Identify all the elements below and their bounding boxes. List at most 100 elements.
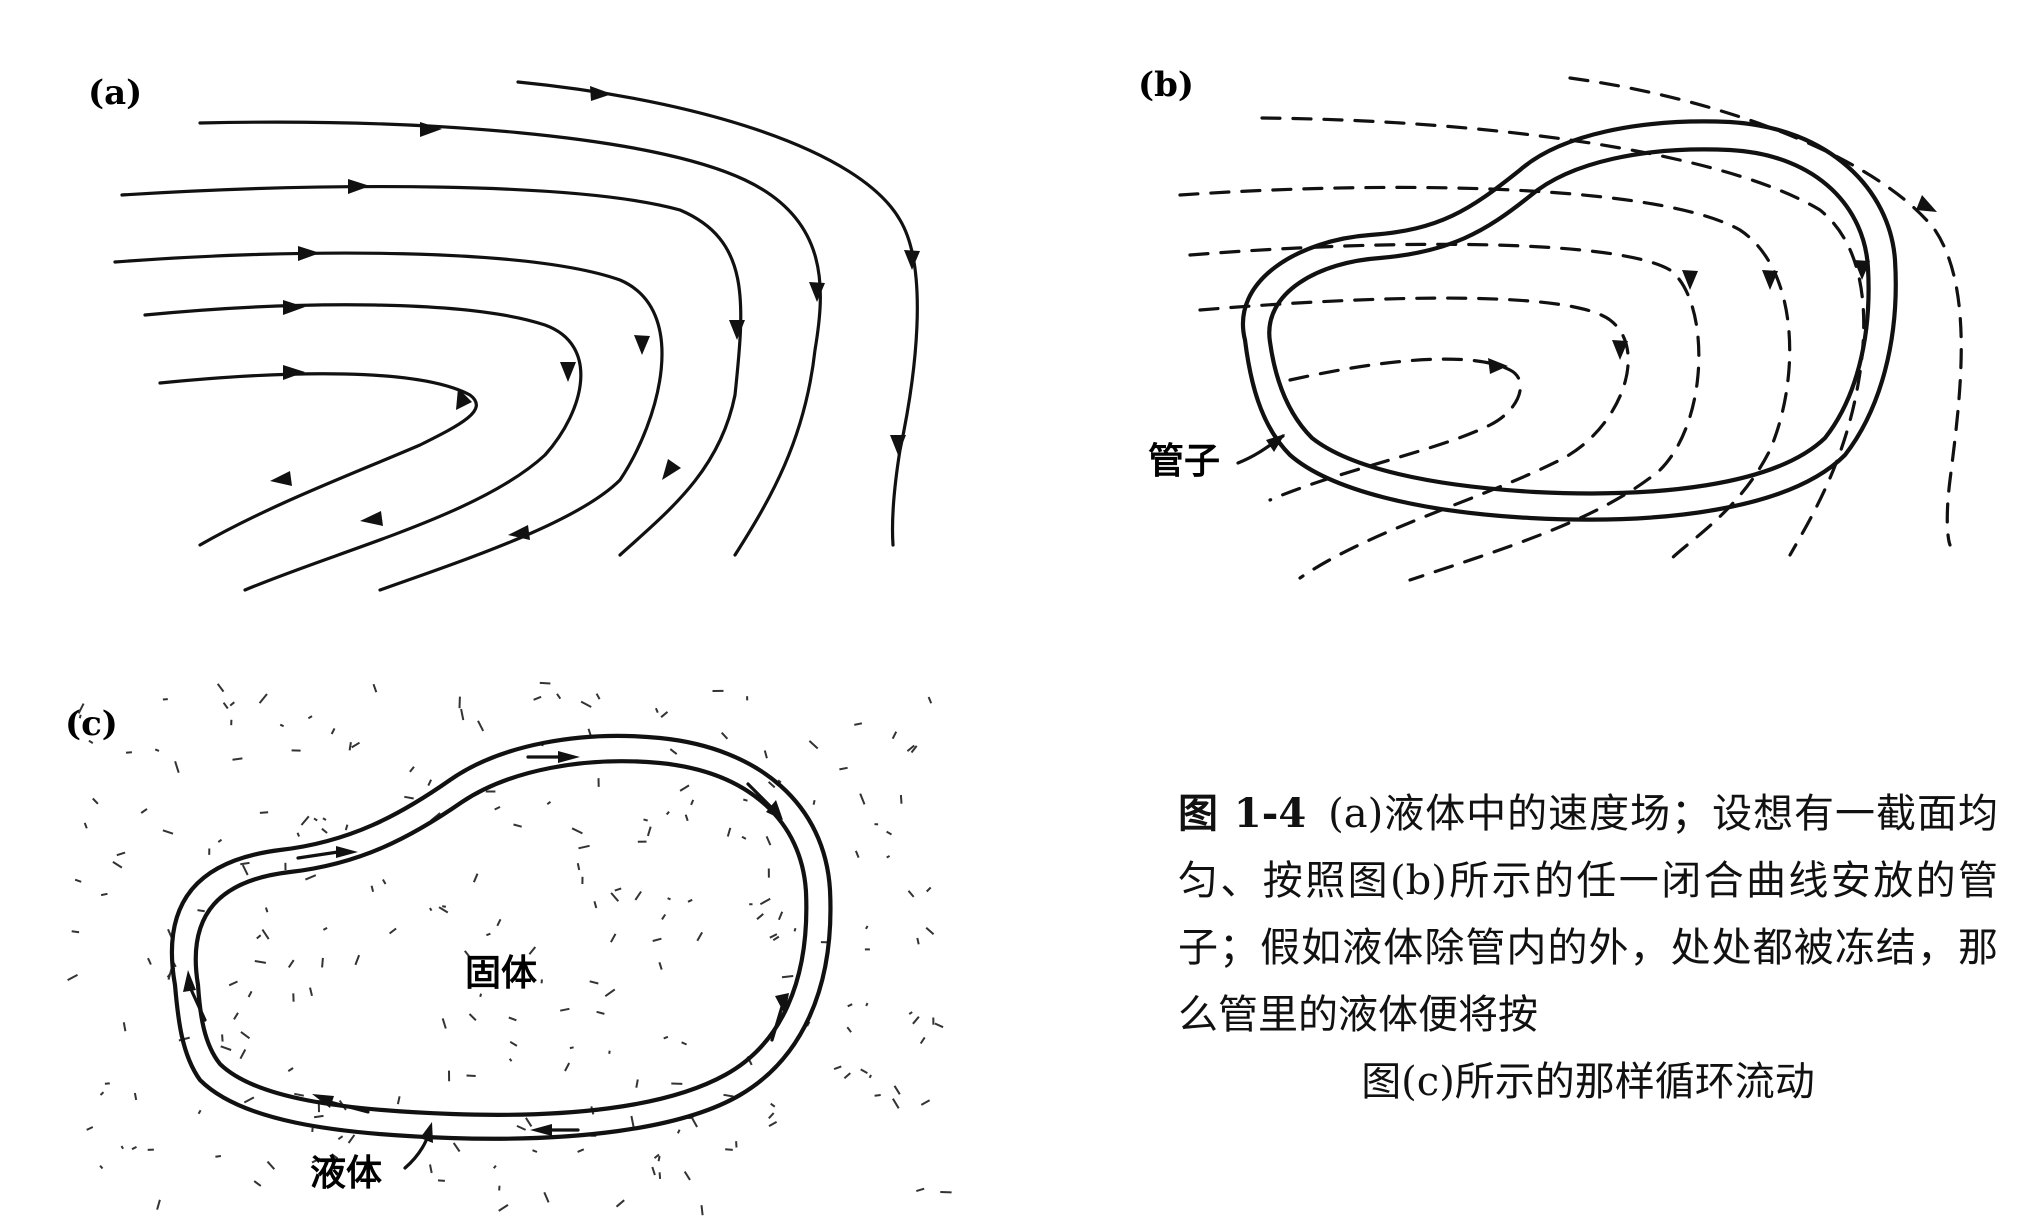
speckle-mark <box>920 1099 931 1106</box>
speckle-mark <box>466 1074 476 1077</box>
speckle-mark <box>777 911 784 921</box>
speckle-mark <box>700 1205 704 1216</box>
arrow-icon <box>1488 358 1508 374</box>
arrow-icon <box>312 1094 334 1108</box>
arrow-icon <box>729 320 745 340</box>
speckle-mark <box>241 864 249 876</box>
speckle-mark <box>658 1172 662 1179</box>
speckle-mark <box>658 961 663 970</box>
speckle-mark <box>696 931 703 942</box>
speckle-mark <box>690 799 695 806</box>
speckle-mark <box>429 907 433 912</box>
speckle-mark <box>843 1072 851 1080</box>
speckle-mark <box>313 1114 324 1119</box>
speckle-mark <box>472 873 479 883</box>
speckle-mark <box>556 693 562 700</box>
arrow-icon <box>890 435 906 455</box>
speckle-mark <box>351 741 361 749</box>
speckle-mark <box>868 1074 872 1079</box>
speckle-mark <box>610 892 620 902</box>
speckle-mark <box>630 1115 635 1128</box>
speckle-mark <box>610 933 617 943</box>
speckle-mark <box>663 1035 669 1040</box>
speckle-mark <box>908 1011 913 1015</box>
speckle-mark <box>772 935 780 942</box>
speckle-mark <box>916 1187 925 1193</box>
speckle-mark <box>156 1199 161 1210</box>
speckle-mark <box>409 766 415 773</box>
speckle-mark <box>259 811 269 814</box>
arrow-icon <box>420 122 442 137</box>
speckle-mark <box>723 1093 734 1098</box>
speckle-mark <box>912 1016 920 1025</box>
speckle-mark <box>116 851 126 857</box>
speckle-mark <box>112 861 123 869</box>
speckle-mark <box>496 918 502 927</box>
speckle-mark <box>681 1041 688 1046</box>
speckle-mark <box>162 829 174 835</box>
arrow-icon <box>283 365 305 380</box>
speckle-mark <box>347 1134 356 1144</box>
speckle-mark <box>174 760 180 774</box>
speckle-mark <box>508 1058 513 1062</box>
figure-caption: 图 1-4(a)液体中的速度场；设想有一截面均匀、按照图(b)所示的任一闭合曲线… <box>1178 780 1998 1116</box>
speckle-mark <box>140 808 148 814</box>
speckle-mark <box>769 933 778 939</box>
speckle-mark <box>330 727 336 735</box>
speckle-mark <box>569 1046 574 1050</box>
dashed-streamline-b-6 <box>1568 76 1963 547</box>
dashed-streamline-b-5 <box>1260 116 1866 557</box>
speckle-mark <box>571 827 583 835</box>
speckle-mark <box>464 950 472 959</box>
speckle-mark <box>559 1007 570 1012</box>
arrow-icon <box>904 250 920 270</box>
speckle-mark <box>348 742 352 751</box>
figure-number: 图 1-4 <box>1178 790 1307 837</box>
flow-dash <box>770 998 786 1042</box>
speckle-mark <box>197 1109 202 1115</box>
speckle-mark <box>543 1191 550 1203</box>
panel-a-arrows <box>270 86 920 540</box>
speckle-mark <box>99 1165 104 1170</box>
streamline-a-4 <box>120 185 743 557</box>
speckle-mark <box>652 937 662 942</box>
speckle-mark <box>859 793 866 805</box>
panel-a: (a) <box>88 73 920 592</box>
speckle-mark <box>122 1022 127 1032</box>
tube-label: 管子 <box>1148 441 1220 482</box>
speckle-mark <box>854 850 860 858</box>
speckle-mark <box>261 929 270 940</box>
speckle-mark <box>154 748 160 752</box>
panel-a-streamlines <box>113 80 919 592</box>
arrow-icon <box>560 362 576 382</box>
speckle-mark <box>322 817 327 821</box>
arrow-icon <box>634 335 650 355</box>
speckle-mark <box>100 892 108 897</box>
panel-b-streamlines <box>1178 76 1963 582</box>
speckle-mark <box>667 897 671 901</box>
speckle-mark <box>743 798 748 802</box>
speckle-mark <box>86 1126 94 1131</box>
speckle-mark <box>589 980 599 985</box>
speckle-mark <box>217 838 223 843</box>
speckle-mark <box>593 901 598 909</box>
speckle-mark <box>654 707 659 713</box>
speckle-mark <box>906 744 915 752</box>
streamline-a-2 <box>143 303 583 592</box>
speckle-mark <box>934 1022 944 1029</box>
speckle-mark <box>322 927 328 931</box>
speckle-mark <box>239 1049 247 1060</box>
speckle-mark <box>508 1016 517 1022</box>
speckle-mark <box>546 800 552 806</box>
speckle-mark <box>71 930 80 934</box>
speckle-mark <box>679 784 690 792</box>
speckle-mark <box>657 1155 661 1162</box>
speckle-mark <box>683 1171 691 1181</box>
arrow-icon <box>1916 195 1937 212</box>
caption-last-line: 图(c)所示的那样循环流动 <box>1361 1059 1815 1105</box>
speckle-mark <box>287 1067 294 1072</box>
speckle-mark <box>120 1145 124 1150</box>
arrow-icon <box>1682 270 1698 290</box>
arrow-icon <box>558 751 580 763</box>
